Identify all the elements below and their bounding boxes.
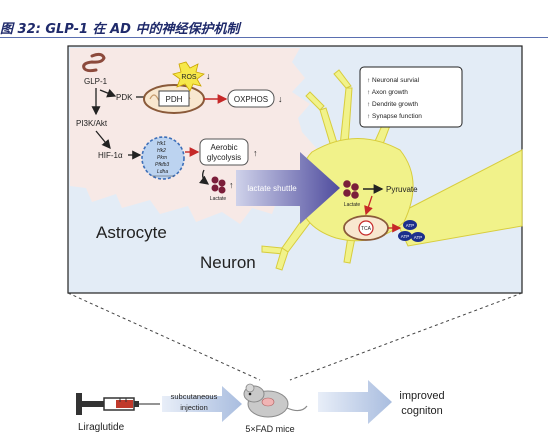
effect-axon-growth: ↑ Axon growth	[367, 89, 408, 96]
aerobic-glycolysis-box	[199, 138, 249, 166]
atp-label-2: ATP	[401, 234, 409, 239]
arrow-pi3k-hif	[95, 130, 111, 150]
arrow-glp1-pdk	[99, 88, 117, 98]
atp-icon	[398, 220, 425, 242]
neuron-effects-box	[359, 66, 463, 128]
hif-label: HIF-1α	[98, 151, 123, 160]
pyruvate-label: Pyruvate	[386, 185, 418, 194]
effect-dendrite-growth: ↑ Dendrite growth	[367, 101, 418, 108]
neuron-label: Neuron	[200, 253, 256, 272]
gene-pfkfb3: Pfkfb3	[155, 162, 169, 168]
tca-cycle-icon	[358, 220, 374, 236]
pdh-box	[158, 90, 190, 107]
glycolysis-up-arrow: ↑	[253, 148, 258, 158]
route-line2: injection	[180, 403, 208, 412]
liraglutide-label: Liraglutide	[78, 422, 125, 433]
zoom-line-right	[289, 292, 523, 381]
pdk-label: PDK	[116, 93, 133, 102]
astrocyte-label: Astrocyte	[96, 223, 167, 242]
title-rule	[0, 37, 548, 38]
outcome-arrow	[318, 380, 392, 424]
oxphos-label: OXPHOS	[234, 95, 268, 104]
pdh-label: PDH	[166, 95, 183, 104]
lactate-shuttle-arrow	[236, 152, 340, 224]
ros-label: ROS	[181, 74, 197, 81]
mice-label: 5×FAD mice	[245, 424, 294, 434]
effect-synapse-function: ↑ Synapse function	[367, 113, 422, 120]
ros-down-arrow: ↓	[206, 71, 211, 81]
gene-ldha: Ldha	[157, 169, 168, 175]
arrow-glycolysis-lactate	[199, 169, 210, 185]
aerobic-line2: glycolysis	[207, 153, 241, 162]
outcome-line2: cogniton	[401, 405, 443, 417]
injection-arrow	[162, 386, 242, 422]
astro-lactate-label: Lactate	[210, 196, 227, 202]
effect-neuronal-survial: ↑ Neuronal survial	[367, 77, 420, 84]
tca-label: TCA	[361, 226, 372, 232]
liraglutide-syringe-icon	[76, 393, 160, 415]
atp-label-1: ATP	[406, 223, 414, 228]
lactate-shuttle-label: lactate shuttle	[247, 184, 297, 193]
gene-hk1: Hk1	[157, 141, 166, 147]
atp-label-3: ATP	[414, 235, 422, 240]
gene-hk2: Hk2	[157, 148, 166, 154]
neuron-lactate-label: Lactate	[344, 202, 361, 208]
ros-burst-icon	[172, 61, 205, 92]
oxphos-down-arrow: ↓	[278, 94, 283, 104]
nucleus	[141, 136, 185, 180]
astro-lactate-icon	[211, 176, 226, 194]
zoom-line-left	[67, 292, 261, 381]
outcome-line1: improved	[399, 390, 444, 402]
oxphos-box	[227, 89, 275, 108]
figure-title: 图 32: GLP-1 在 AD 中的神经保护机制	[0, 22, 240, 37]
route-line1: subcutaneous	[171, 392, 218, 401]
aerobic-line1: Aerobic	[210, 143, 237, 152]
gene-pkm: Pkm	[157, 155, 167, 161]
glp1-label: GLP-1	[84, 77, 108, 86]
astro-lactate-up-arrow: ↑	[229, 180, 234, 190]
neuron-lactate-icon	[343, 180, 359, 199]
pi3k-label: PI3K/Akt	[76, 119, 108, 128]
arrow-pyruvate-tca	[364, 195, 373, 216]
glp1-peptide-icon	[82, 52, 106, 73]
mouse-icon	[243, 383, 308, 418]
